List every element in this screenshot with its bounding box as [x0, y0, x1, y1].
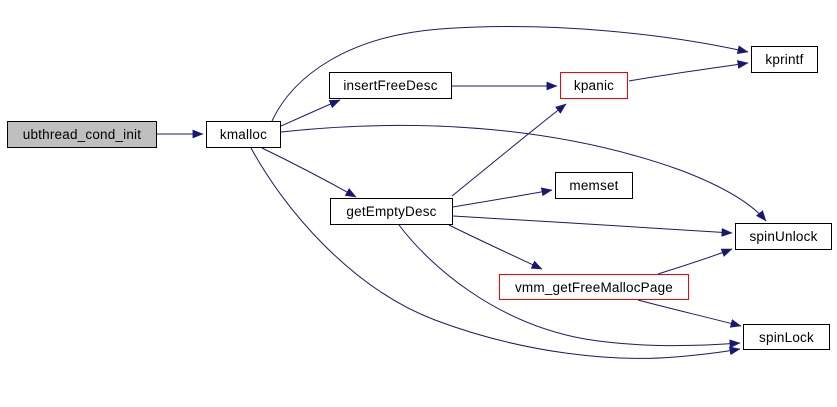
node-vmm_getFreeMallocPage[interactable]: vmm_getFreeMallocPage [499, 274, 689, 300]
node-kpanic[interactable]: kpanic [560, 72, 628, 99]
edge-vmm_getFreeMallocPage-to-spinUnlock [657, 248, 733, 275]
node-ubthread_cond_init: ubthread_cond_init [7, 121, 157, 148]
edge-kmalloc-to-getEmptyDesc [261, 147, 357, 198]
edges-group [157, 26, 767, 359]
edge-kmalloc-to-spinUnlock [280, 124, 767, 222]
edge-getEmptyDesc-to-spinUnlock [452, 215, 733, 237]
edge-getEmptyDesc-to-kpanic [451, 103, 567, 197]
edge-kmalloc-to-spinLock [250, 147, 741, 359]
node-kprintf[interactable]: kprintf [751, 46, 818, 73]
node-spinUnlock[interactable]: spinUnlock [735, 223, 832, 250]
node-memset[interactable]: memset [555, 172, 633, 199]
edge-getEmptyDesc-to-vmm_getFreeMallocPage [448, 224, 543, 270]
edge-getEmptyDesc-to-spinLock [398, 224, 741, 349]
node-spinLock[interactable]: spinLock [743, 324, 830, 350]
node-getEmptyDesc[interactable]: getEmptyDesc [330, 198, 453, 225]
node-kmalloc[interactable]: kmalloc [206, 121, 281, 148]
edge-kmalloc-to-insertFreeDesc [280, 99, 341, 127]
edge-getEmptyDesc-to-memset [452, 187, 553, 208]
edge-kmalloc-to-kprintf [271, 26, 749, 122]
edge-vmm_getFreeMallocPage-to-spinLock [637, 299, 742, 328]
edge-kpanic-to-kprintf [628, 60, 749, 82]
node-insertFreeDesc[interactable]: insertFreeDesc [329, 72, 452, 99]
